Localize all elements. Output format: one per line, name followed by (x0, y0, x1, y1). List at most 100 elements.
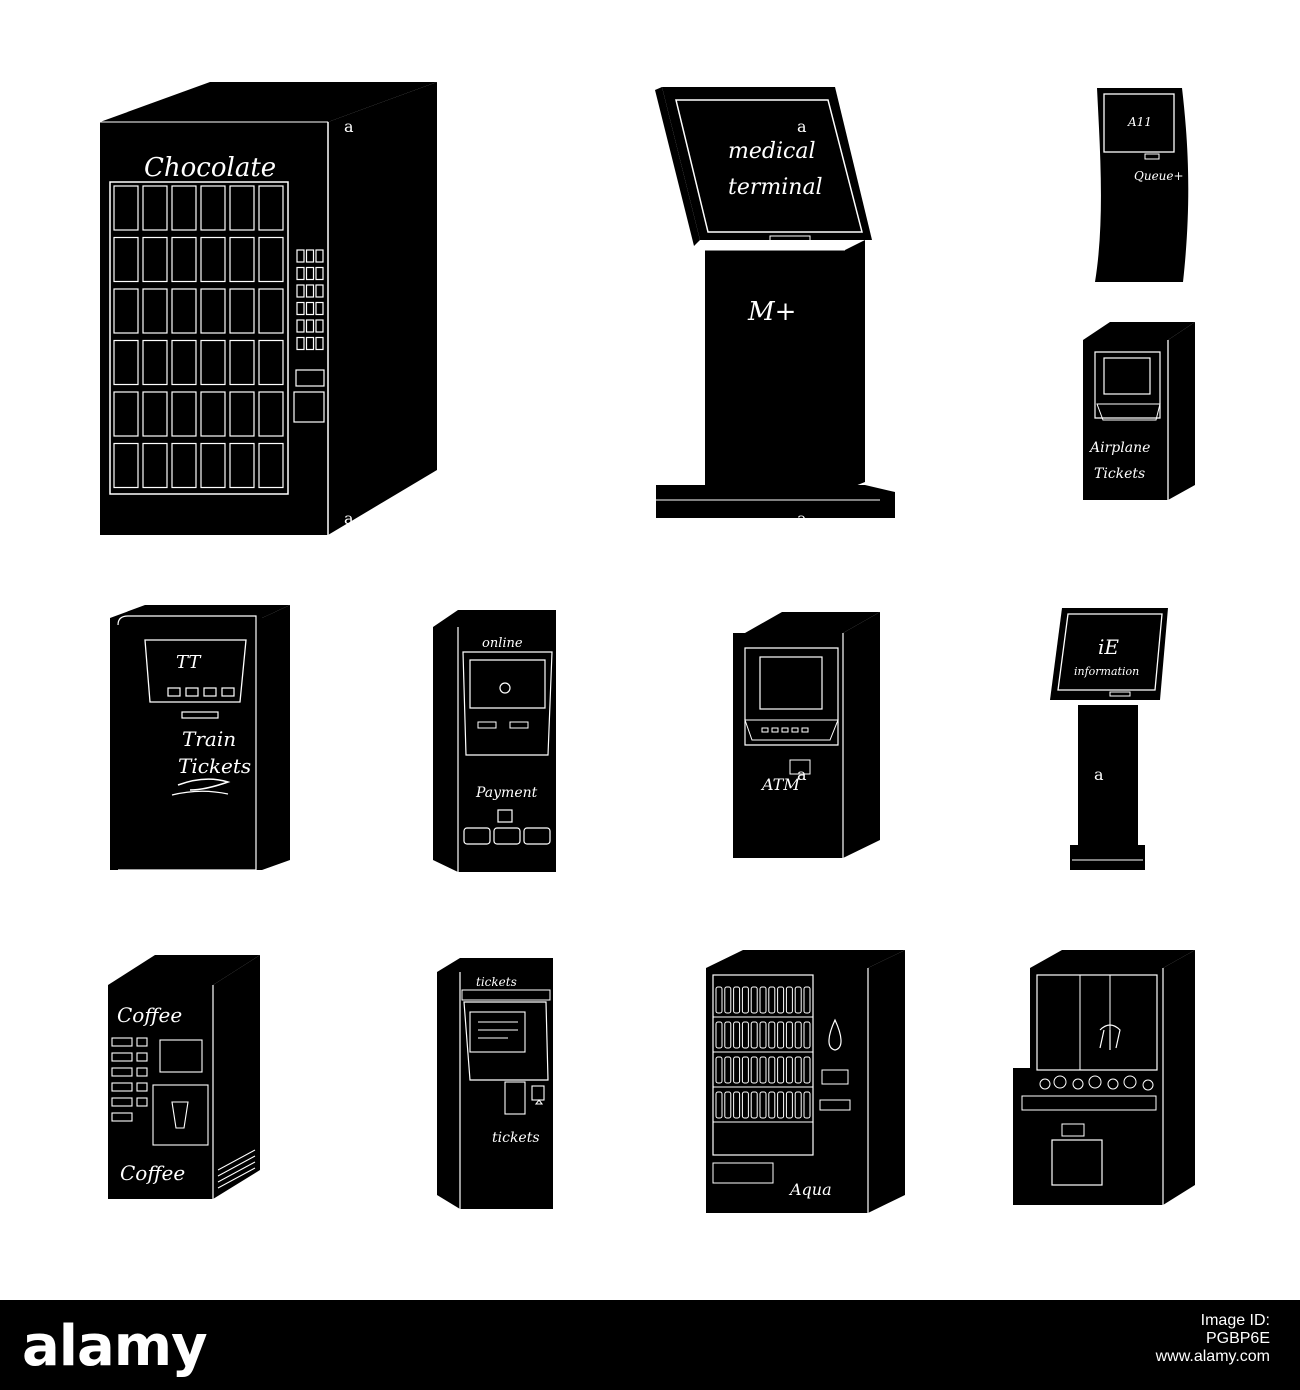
bottle (750, 1091, 758, 1119)
watermark-a: a (797, 117, 807, 136)
watermark-a: a (797, 765, 807, 784)
bottle (724, 1056, 732, 1084)
chocolate-slot (171, 288, 197, 334)
chocolate-slot (171, 442, 197, 489)
keypad-key (315, 336, 324, 351)
bottle (750, 1021, 758, 1049)
chocolate-slot (171, 339, 197, 386)
chocolate-slot (200, 288, 226, 334)
info-logo: iE (1098, 635, 1119, 659)
keypad-key (296, 266, 305, 281)
atm-label: ATM (760, 775, 800, 794)
train-label-line2: Tickets (178, 754, 251, 778)
coffee-machine-icon: Coffee Coffee (108, 955, 260, 1199)
keypad-key (315, 301, 324, 316)
airplane-label-line1: Airplane (1088, 440, 1150, 456)
bottle (803, 986, 811, 1014)
chocolate-slot (113, 442, 139, 489)
bottle (803, 1091, 811, 1119)
chocolate-slot (113, 185, 139, 231)
chocolate-label: Chocolate (144, 153, 276, 183)
bottle (759, 1091, 767, 1119)
keypad-key (315, 266, 324, 281)
bottle (733, 986, 741, 1014)
chocolate-slot (258, 288, 284, 334)
chocolate-slot (171, 236, 197, 283)
keypad-key (296, 284, 305, 298)
medical-label-line1: medical (728, 139, 815, 164)
bottle (785, 1091, 793, 1119)
coffee-label-top: Coffee (117, 1003, 182, 1027)
chocolate-slot (229, 391, 255, 437)
watermark-a: a (797, 509, 807, 528)
tickets-header: tickets (476, 975, 517, 989)
bottle (750, 1056, 758, 1084)
chocolate-slot (142, 236, 168, 283)
bottle (724, 986, 732, 1014)
chocolate-slot (229, 339, 255, 386)
bottle (715, 1091, 723, 1119)
medical-label-line2: terminal (728, 175, 823, 200)
chocolate-slot (200, 236, 226, 283)
bottle (785, 986, 793, 1014)
bottle (741, 1091, 749, 1119)
keypad-key (296, 301, 305, 316)
bottle (803, 1056, 811, 1084)
atm-machine-icon: ATM (733, 612, 880, 858)
bottle (741, 1056, 749, 1084)
payment-terminal-icon: online Payment (433, 610, 556, 872)
bottle (759, 986, 767, 1014)
chocolate-slot (229, 236, 255, 283)
chocolate-slot (142, 391, 168, 437)
queue-screen-text: A11 (1127, 115, 1152, 129)
chocolate-slot (200, 391, 226, 437)
tickets-label: tickets (492, 1130, 540, 1146)
aqua-label: Aqua (788, 1180, 832, 1199)
keypad-key (305, 249, 315, 263)
chocolate-slot (142, 185, 168, 231)
bottle (794, 986, 802, 1014)
claw-machine-icon (1013, 950, 1195, 1205)
medical-mark: M+ (747, 297, 796, 327)
chocolate-slot (258, 236, 284, 283)
bottle (750, 986, 758, 1014)
chocolate-slot (229, 288, 255, 334)
bottle (777, 1056, 785, 1084)
chocolate-slot (142, 442, 168, 489)
image-id-label: Image ID: (1200, 1312, 1270, 1329)
watermark-a: a (1094, 765, 1104, 784)
bottle (733, 1021, 741, 1049)
alamy-logo[interactable]: alamy (22, 1314, 208, 1379)
train-screen-text: TT (176, 652, 202, 673)
train-tickets-machine-icon: TT Train Tickets (110, 605, 290, 871)
chocolate-slot (142, 339, 168, 386)
chocolate-slot (258, 185, 284, 231)
bottle (768, 1091, 776, 1119)
keypad-key (296, 336, 305, 351)
chocolate-slot (113, 288, 139, 334)
site-url[interactable]: www.alamy.com (1155, 1348, 1270, 1365)
bottle (715, 986, 723, 1014)
chocolate-slot (200, 185, 226, 231)
bottle (733, 1091, 741, 1119)
queue-terminal-icon: A11 Queue+ (1095, 88, 1189, 282)
image-id-value: PGBP6E (1205, 1330, 1270, 1347)
train-label-line1: Train (182, 727, 236, 751)
chocolate-slot (200, 442, 226, 489)
bottle (759, 1021, 767, 1049)
chocolate-slot (258, 391, 284, 437)
bottle (715, 1021, 723, 1049)
keypad-key (296, 319, 305, 333)
information-kiosk-icon: iE information (1050, 608, 1168, 870)
chocolate-slot (258, 442, 284, 489)
aqua-vending-machine-icon: Aqua (706, 950, 905, 1213)
payment-header: online (482, 636, 523, 651)
chocolate-slot (113, 339, 139, 386)
bottle (715, 1056, 723, 1084)
bottle (794, 1091, 802, 1119)
bottle (794, 1056, 802, 1084)
chocolate-vending-machine-icon: Chocolate (100, 82, 437, 535)
watermark-a: a (344, 117, 354, 136)
keypad-key (296, 249, 305, 263)
chocolate-slot (258, 339, 284, 386)
